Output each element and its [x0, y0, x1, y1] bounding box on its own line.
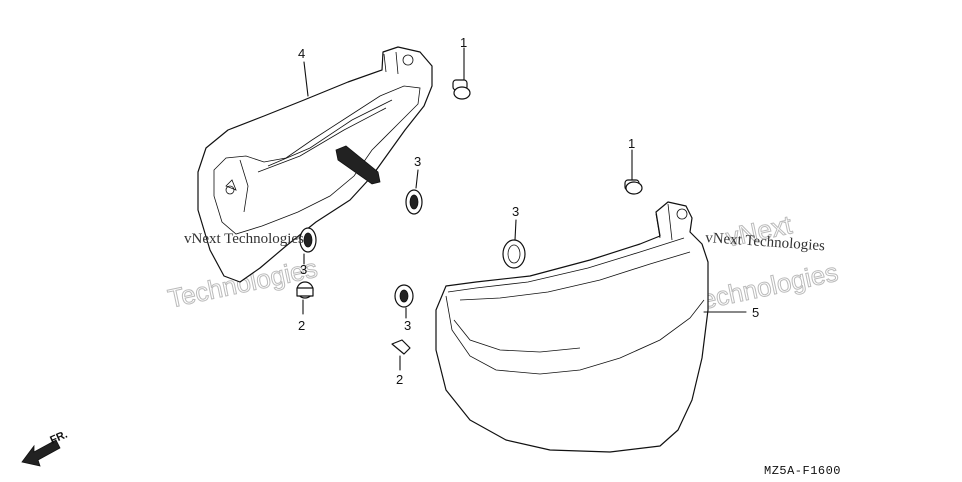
part-2-left — [296, 281, 314, 315]
callout-4: 4 — [298, 46, 305, 61]
right-side-cover — [435, 201, 709, 453]
callout-1-upper: 1 — [460, 35, 467, 50]
watermark-left-small: vNext Technologies — [184, 231, 304, 247]
part-3-c — [299, 227, 317, 265]
watermark-right-small: vNext Technologies — [705, 230, 826, 254]
callout-1-right: 1 — [628, 136, 635, 151]
part-3-b — [502, 219, 526, 269]
callout-3-a: 3 — [414, 154, 421, 169]
diagram-code: MZ5A-F1600 — [764, 464, 841, 478]
callout-3-d: 3 — [404, 318, 411, 333]
leader-4 — [303, 61, 309, 97]
callout-2-center: 2 — [396, 372, 403, 387]
part-1-upper — [452, 47, 471, 100]
watermark-right-big-2: Technologies — [686, 257, 841, 318]
part-3-a — [405, 169, 423, 215]
callout-2-left: 2 — [298, 318, 305, 333]
front-arrow-icon — [21, 439, 61, 467]
part-2-center — [391, 339, 411, 371]
part-3-d — [394, 284, 414, 319]
callout-3-c: 3 — [300, 262, 307, 277]
part-1-right — [624, 149, 643, 195]
front-arrow-label: FR. — [48, 429, 69, 447]
left-side-cover — [197, 46, 433, 283]
callout-3-b: 3 — [512, 204, 519, 219]
callout-5: 5 — [752, 305, 759, 320]
front-arrow: FR. — [21, 429, 69, 467]
